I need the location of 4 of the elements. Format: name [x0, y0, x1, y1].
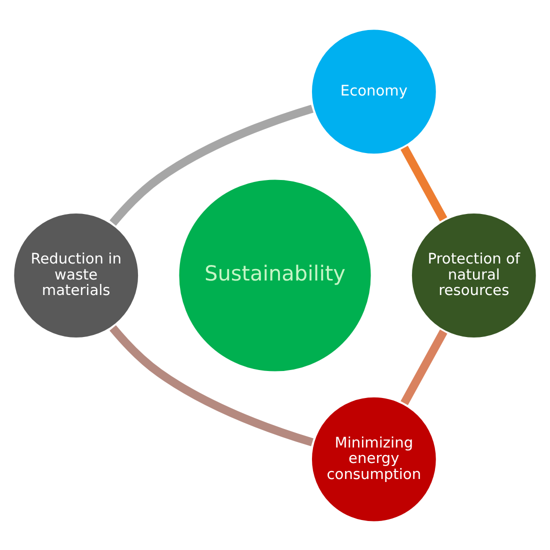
connector [400, 145, 448, 221]
connector [110, 324, 314, 446]
connector [400, 329, 448, 405]
connector [110, 104, 314, 226]
